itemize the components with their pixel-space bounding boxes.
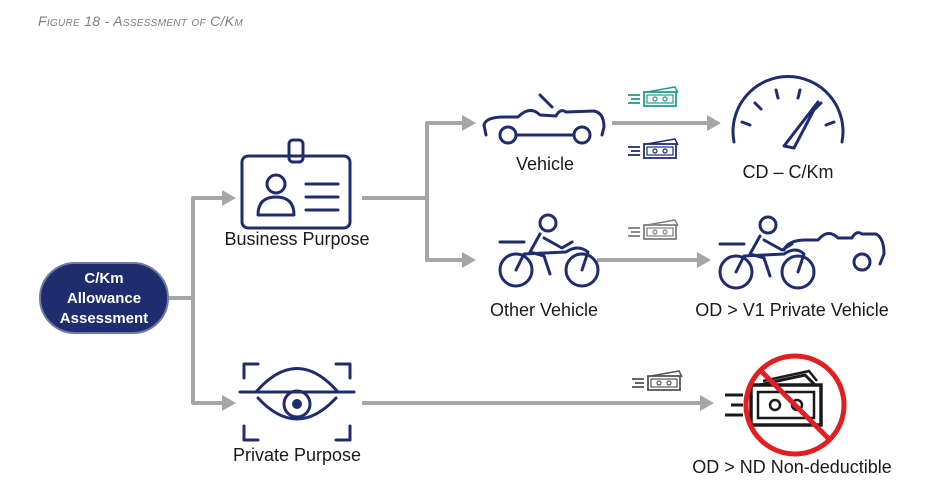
arrow-head <box>462 115 476 131</box>
money-icon <box>627 138 679 159</box>
vehicle-label: Vehicle <box>516 154 574 174</box>
root-line-3: Assessment <box>60 310 148 327</box>
id-badge-icon <box>240 138 352 230</box>
eye-icon <box>238 362 356 442</box>
private-purpose-label: Private Purpose <box>233 445 361 465</box>
arrow-to-vehicle <box>362 121 462 200</box>
arrow-to-private <box>191 298 222 405</box>
business-purpose-label: Business Purpose <box>224 229 369 249</box>
root-line-2: Allowance <box>67 290 141 307</box>
arrow-to-other-vehicle <box>425 198 462 262</box>
money-icon <box>631 370 683 391</box>
motorcycle-and-car-icon <box>718 215 886 290</box>
arrow-head <box>222 190 236 206</box>
prohibited-money-icon <box>725 353 847 457</box>
arrow-head <box>222 395 236 411</box>
root-pill <box>39 262 169 334</box>
root-node: C/Km Allowance Assessment <box>39 262 169 334</box>
arrow-head <box>462 252 476 268</box>
arrow-to-business <box>168 196 222 300</box>
od-nd-label: OD > ND Non-deductible <box>692 457 892 477</box>
cd-ckm-label: CD – C/Km <box>742 162 833 182</box>
flow-arrows <box>168 115 721 411</box>
arrow-head <box>697 252 711 268</box>
speedometer-icon <box>731 75 845 150</box>
other-vehicle-label: Other Vehicle <box>490 300 598 320</box>
motorcycle-icon <box>498 213 600 288</box>
od-v1-label: OD > V1 Private Vehicle <box>695 300 889 320</box>
convertible-car-icon <box>482 93 606 145</box>
arrow-head <box>700 395 714 411</box>
money-icon <box>627 219 679 240</box>
money-icon <box>627 86 679 107</box>
root-line-1: C/Km <box>84 270 123 287</box>
arrow-head <box>707 115 721 131</box>
figure-caption: Figure 18 - Assessment of C/Km <box>38 13 243 29</box>
